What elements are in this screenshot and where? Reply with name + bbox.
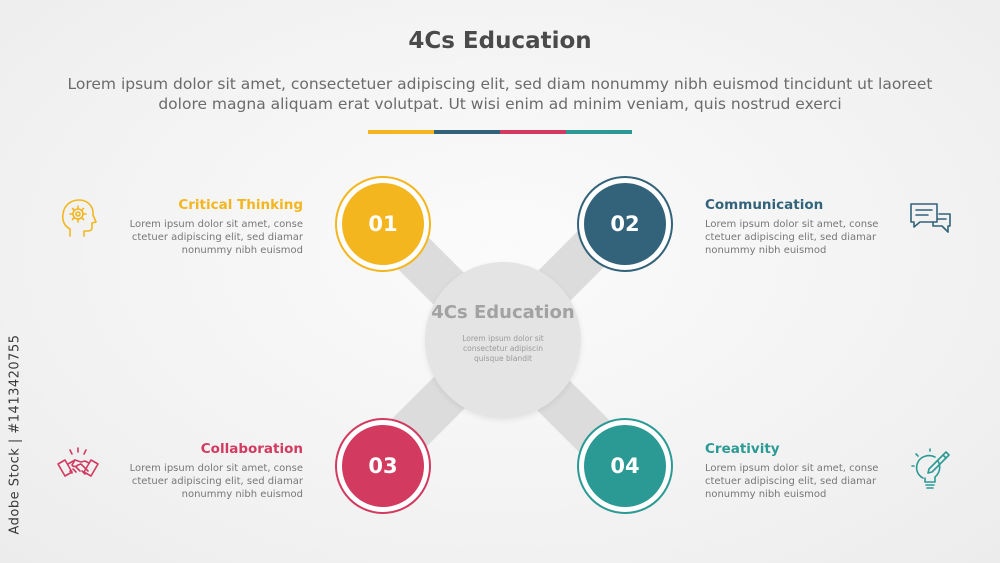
item-text-1: Lorem ipsum dolor sit amet, conse ctetue… [129, 219, 303, 256]
watermark-text: Adobe Stock | #1413420755 [7, 334, 23, 534]
node-01: 01 [335, 176, 431, 272]
node-03: 03 [335, 418, 431, 514]
node-03-number: 03 [342, 425, 424, 507]
node-01-number: 01 [342, 183, 424, 265]
handshake-icon [56, 444, 100, 488]
node-02: 02 [577, 176, 673, 272]
head-gear-icon [56, 196, 100, 240]
item-text-4: Lorem ipsum dolor sit amet, conse ctetue… [705, 463, 879, 500]
node-02-number: 02 [584, 183, 666, 265]
item-heading-2: Communication [705, 197, 824, 213]
center-title: 4Cs Education [431, 302, 575, 323]
item-heading-4: Creativity [705, 441, 780, 457]
divider-segment-navy [434, 130, 500, 134]
item-heading-3: Collaboration [200, 441, 303, 457]
divider-segment-yellow [368, 130, 434, 134]
divider-segment-crimson [500, 130, 566, 134]
page-title: 4Cs Education [408, 28, 592, 54]
item-block-4: Creativity Lorem ipsum dolor sit amet, c… [705, 440, 905, 501]
item-text-3: Lorem ipsum dolor sit amet, conse ctetue… [129, 463, 303, 500]
chat-bubbles-icon [908, 200, 952, 244]
page-subtitle: Lorem ipsum dolor sit amet, consectetuer… [67, 75, 933, 113]
center-description: Lorem ipsum dolor sit consectetur adipis… [462, 334, 544, 363]
item-heading-1: Critical Thinking [178, 197, 303, 213]
item-block-1: Critical Thinking Lorem ipsum dolor sit … [103, 196, 303, 257]
divider-segment-teal [566, 130, 632, 134]
watermark: Adobe Stock | #1413420755 [4, 318, 26, 550]
item-block-2: Communication Lorem ipsum dolor sit amet… [705, 196, 905, 257]
node-04: 04 [577, 418, 673, 514]
item-block-3: Collaboration Lorem ipsum dolor sit amet… [103, 440, 303, 501]
node-04-number: 04 [584, 425, 666, 507]
item-text-2: Lorem ipsum dolor sit amet, conse ctetue… [705, 219, 879, 256]
center-hub: 4Cs Education Lorem ipsum dolor sit cons… [425, 262, 581, 418]
color-divider [368, 130, 632, 134]
lightbulb-pencil-icon [908, 448, 952, 492]
